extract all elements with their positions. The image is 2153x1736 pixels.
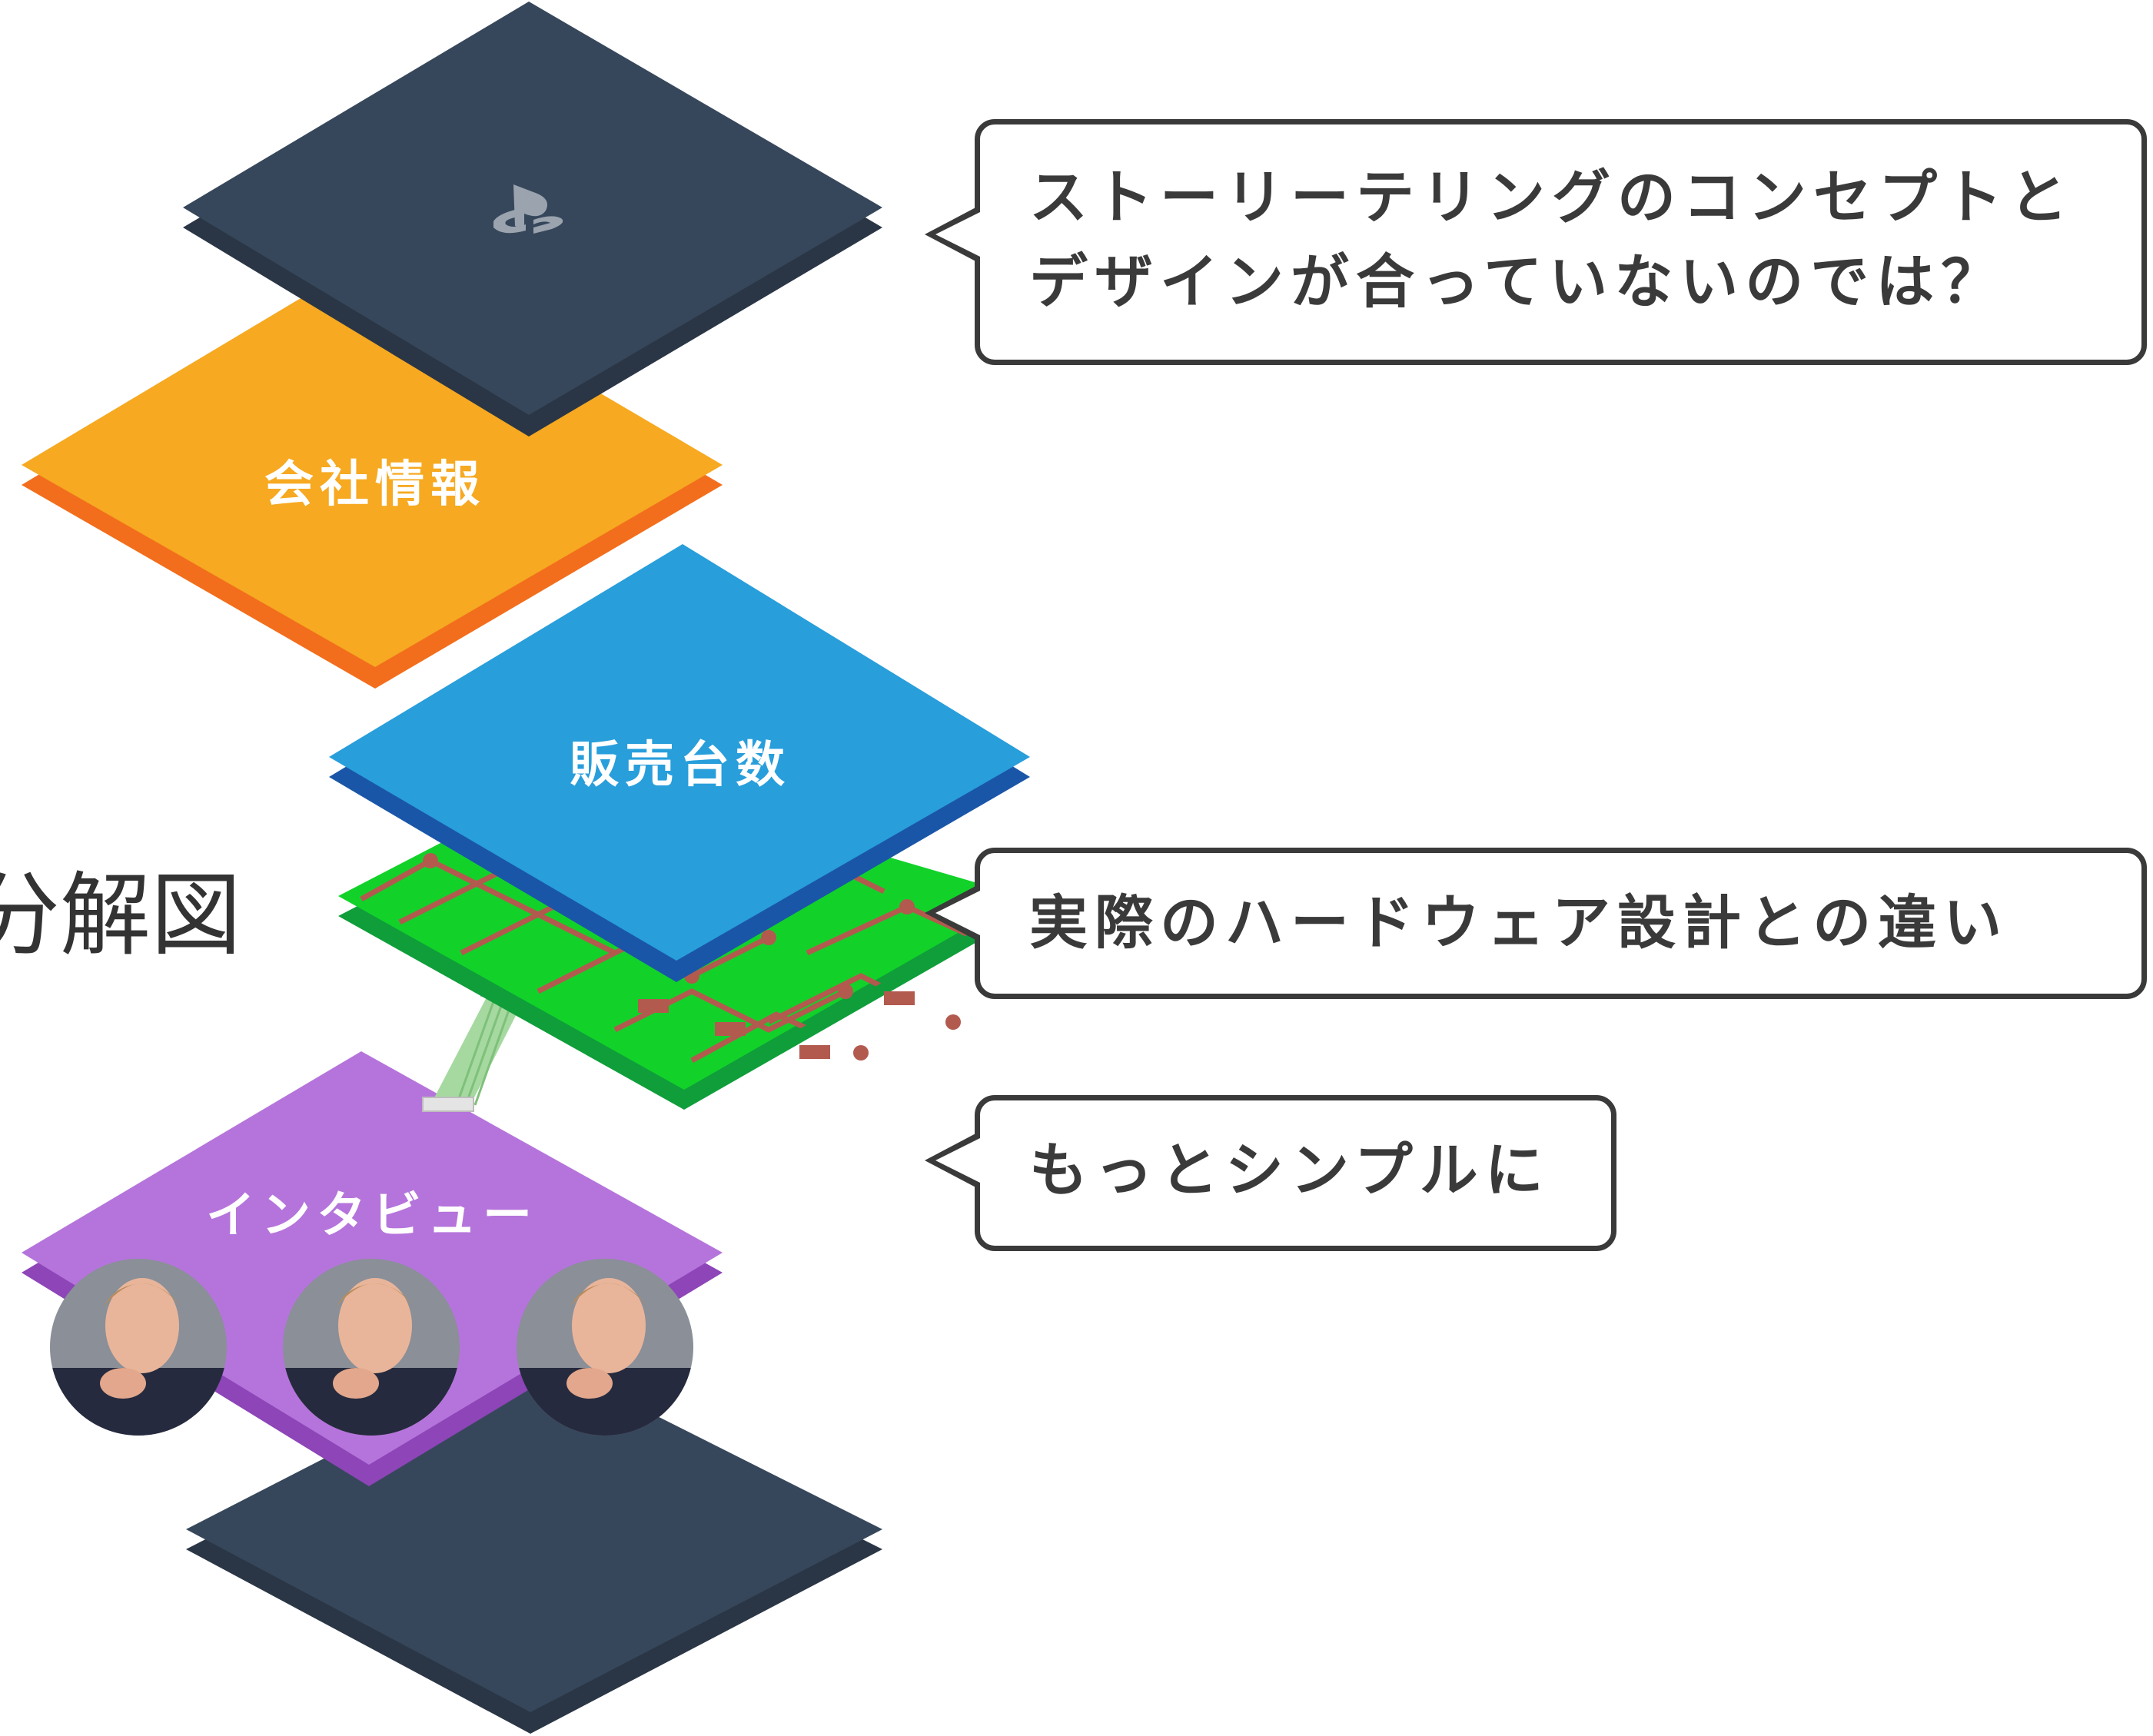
layer-sales: 販売台数 <box>329 544 1030 982</box>
layer-label-interview: インタビュー <box>206 1187 538 1244</box>
layer-label-company-info: 会社情報 <box>264 456 486 513</box>
callout-hardware: 実際のハードウェア設計との違い <box>925 848 2147 999</box>
callout-line: デザインが合っていないのでは？ <box>1029 247 2007 317</box>
callout-line: ストーリーテリングのコンセプトと <box>1029 163 2075 231</box>
avatar <box>517 1259 693 1436</box>
playstation-logo-icon <box>493 184 563 234</box>
callout-concept: ストーリーテリングのコンセプトと デザインが合っていないのでは？ <box>925 119 2147 365</box>
layer-top-cover <box>183 2 882 436</box>
callout-simpler: もっとシンプルに <box>925 1095 1616 1251</box>
layer-label-sales: 販売台数 <box>570 737 791 794</box>
layer-company-info: 会社情報 <box>22 257 723 689</box>
avatar-group <box>50 1259 693 1436</box>
avatar <box>50 1259 227 1436</box>
diagram-title: 分解図 <box>0 862 242 968</box>
callout-line: もっとシンプルに <box>1029 1136 1550 1204</box>
callout-line: 実際のハードウェア設計との違い <box>1029 888 2009 957</box>
